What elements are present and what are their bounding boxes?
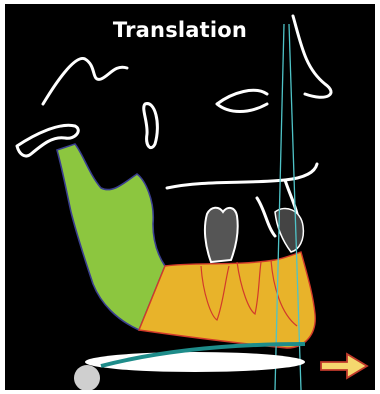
molar-tooth xyxy=(205,208,238,262)
orbit-contour xyxy=(43,58,127,104)
tongue-contour xyxy=(257,198,275,236)
maxilla-contour xyxy=(217,90,267,111)
diagram-frame: Translation xyxy=(5,4,375,390)
zygoma-contour xyxy=(144,104,158,148)
diagram-canvas xyxy=(5,4,375,390)
mandible-body xyxy=(139,252,315,348)
diagram-title: Translation xyxy=(5,18,355,42)
condyle-ball xyxy=(74,365,100,390)
right-arrow-icon xyxy=(321,354,367,378)
mandible-ramus xyxy=(57,144,165,330)
